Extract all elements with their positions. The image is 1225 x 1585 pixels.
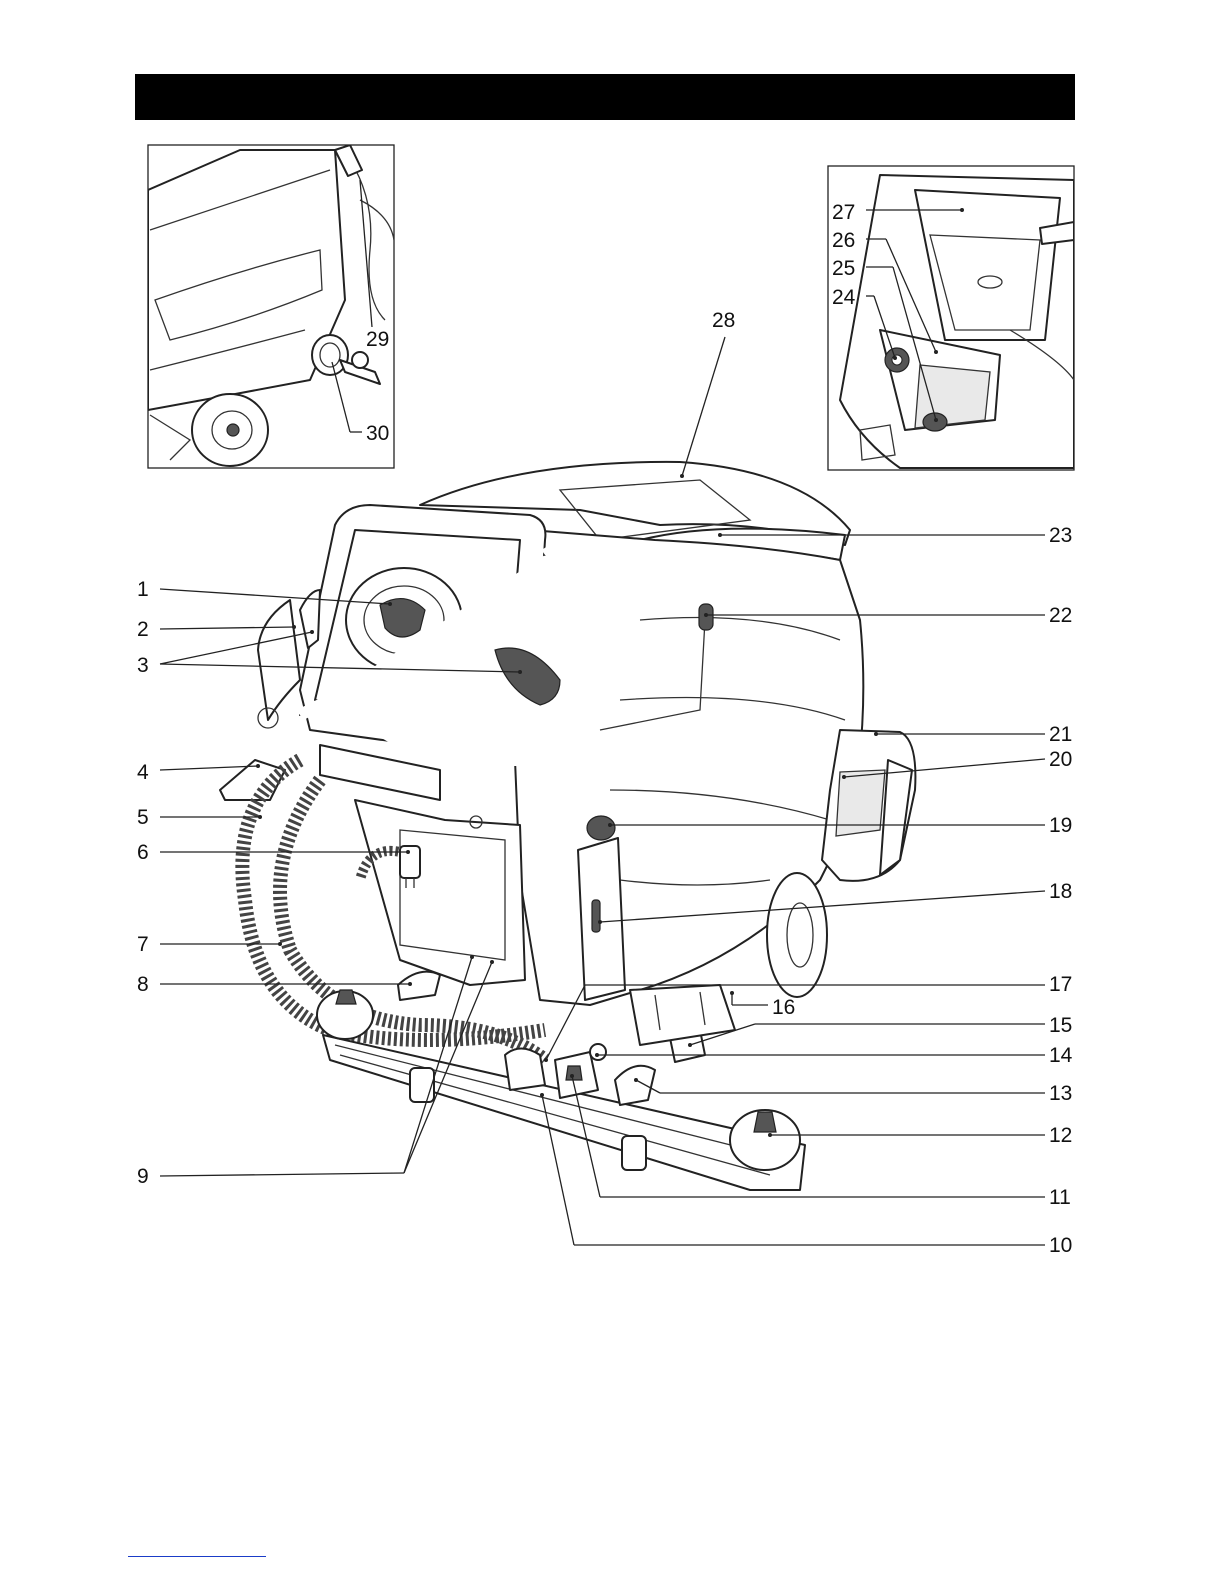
callout-7: 7 <box>137 933 149 956</box>
callout-29: 29 <box>366 328 389 351</box>
detail-inset-right: 27 26 25 24 <box>828 166 1074 470</box>
callout-22: 22 <box>1049 604 1072 627</box>
callout-12: 12 <box>1049 1124 1072 1147</box>
callout-6: 6 <box>137 841 149 864</box>
callout-18: 18 <box>1049 880 1072 903</box>
callout-24: 24 <box>832 286 856 309</box>
callout-19: 19 <box>1049 814 1072 837</box>
callout-17: 17 <box>1049 973 1072 996</box>
callout-14: 14 <box>1049 1044 1073 1067</box>
callout-25: 25 <box>832 257 855 280</box>
callout-20: 20 <box>1049 748 1072 771</box>
callout-10: 10 <box>1049 1234 1072 1257</box>
callout-9: 9 <box>137 1165 149 1188</box>
callout-1: 1 <box>137 578 149 601</box>
machine-illustration <box>220 462 915 1190</box>
callout-13: 13 <box>1049 1082 1072 1105</box>
callout-11: 11 <box>1049 1186 1071 1209</box>
callout-8: 8 <box>137 973 149 996</box>
callout-28: 28 <box>712 309 735 332</box>
footer-rule <box>128 1556 266 1557</box>
callout-16: 16 <box>772 996 795 1019</box>
callout-3: 3 <box>137 654 149 677</box>
callout-26: 26 <box>832 229 855 252</box>
callout-4: 4 <box>137 761 149 784</box>
callout-5: 5 <box>137 806 149 829</box>
callout-21: 21 <box>1049 723 1072 746</box>
callout-23: 23 <box>1049 524 1072 547</box>
callout-2: 2 <box>137 618 149 641</box>
callout-27: 27 <box>832 201 855 224</box>
callout-30: 30 <box>366 422 389 445</box>
detail-inset-left: 29 30 <box>148 145 394 468</box>
callout-15: 15 <box>1049 1014 1072 1037</box>
